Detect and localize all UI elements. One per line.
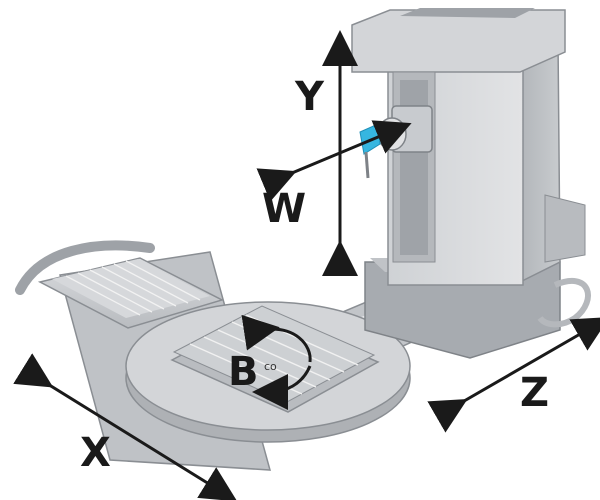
column-top-opening: [400, 8, 535, 18]
w-axis-label: W: [262, 186, 306, 232]
z-axis-arrow: [427, 316, 600, 433]
w-axis-arrow: [256, 120, 412, 202]
left-pallet-slots: [65, 260, 201, 316]
x-axis-label: X: [80, 430, 111, 476]
x-axis-arrow: [13, 353, 238, 500]
z-axis-label: Z: [520, 370, 549, 416]
column-back-panel: [544, 194, 586, 263]
rotation-arc-left: [15, 240, 155, 295]
b-axis-sublabel: co: [264, 360, 277, 373]
tool-bit: [364, 151, 370, 179]
b-axis-label: B: [228, 349, 259, 395]
b-rotation-arrow-bottom: [252, 365, 312, 410]
y-axis-label: Y: [294, 74, 325, 120]
column-top-cap: [351, 9, 566, 73]
b-rotation-arrow-top: [241, 314, 312, 363]
